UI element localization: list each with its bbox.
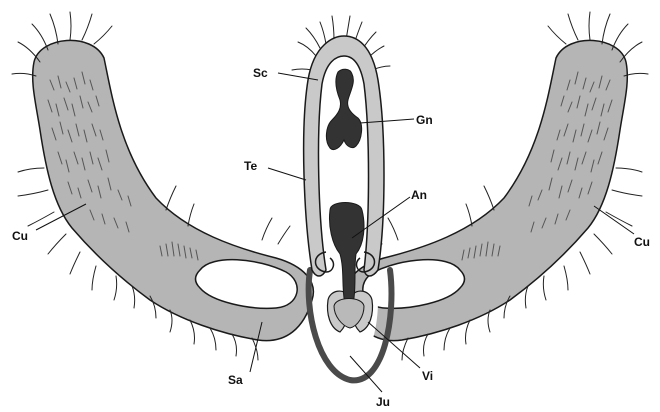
label-ju: Ju <box>376 395 390 409</box>
label-sc: Sc <box>253 66 268 80</box>
label-vi: Vi <box>422 369 433 383</box>
leader-cu-right <box>594 206 634 234</box>
label-te: Te <box>244 159 257 173</box>
label-cu-right: Cu <box>634 235 650 249</box>
left-valva <box>33 40 314 340</box>
label-an: An <box>411 188 427 202</box>
leader-te <box>268 168 306 180</box>
label-cu-left: Cu <box>12 229 28 243</box>
label-gn: Gn <box>416 113 433 127</box>
gnathos <box>326 69 361 149</box>
label-sa: Sa <box>228 373 243 387</box>
